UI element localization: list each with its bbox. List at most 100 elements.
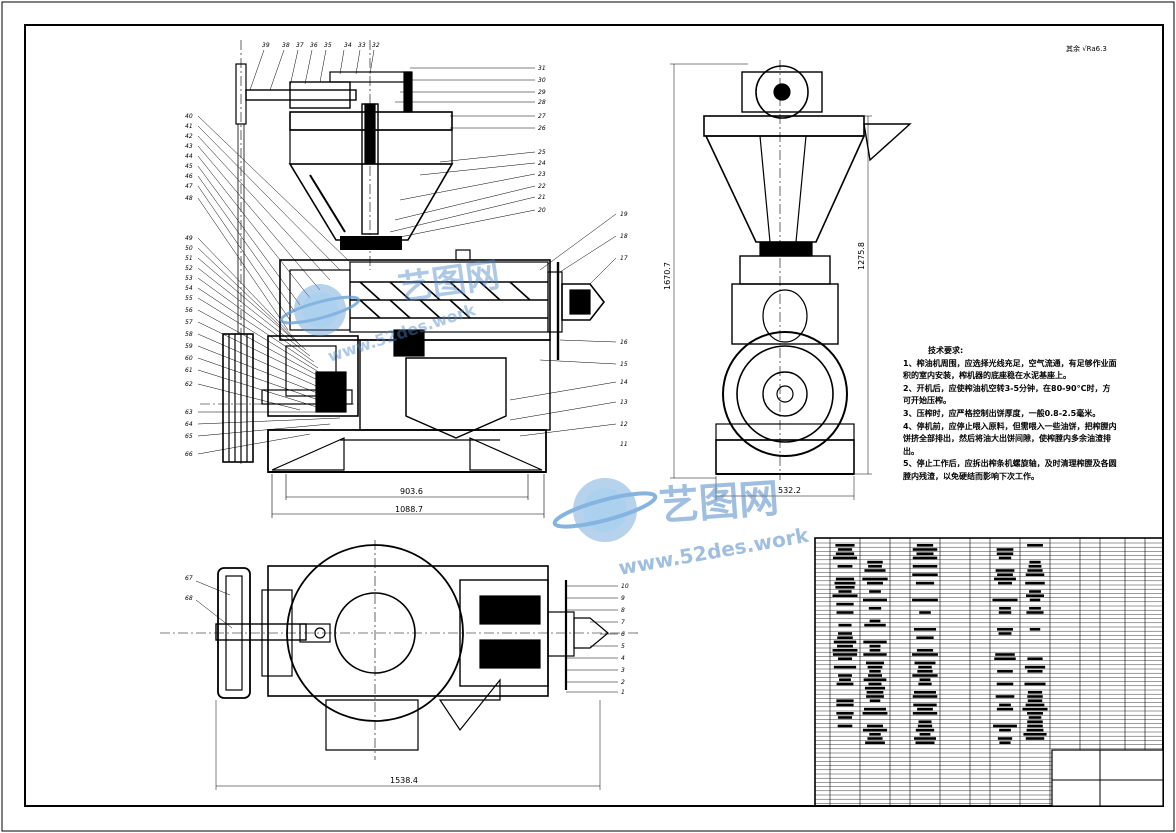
balloon: 13 bbox=[620, 399, 628, 406]
table-entry bbox=[837, 644, 853, 648]
balloon-labels-front-right: 31 30 29 28 27 26 25 24 23 22 21 20 19 1… bbox=[538, 65, 628, 448]
table-entry bbox=[912, 695, 938, 698]
table-entry bbox=[837, 724, 853, 728]
dim-front-outer: 1088.7 bbox=[395, 505, 423, 514]
balloon: 8 bbox=[621, 607, 625, 614]
leaders-front-right bbox=[384, 67, 617, 437]
table-entry bbox=[1027, 691, 1043, 694]
table-entry bbox=[997, 737, 1013, 740]
table-entry bbox=[994, 577, 1016, 581]
table-entry bbox=[912, 598, 938, 602]
table-entry bbox=[836, 611, 854, 614]
table-entry bbox=[1025, 581, 1045, 585]
table-entry bbox=[1029, 607, 1041, 610]
table-entry bbox=[997, 573, 1013, 576]
balloon: 43 bbox=[185, 143, 193, 150]
table-entry bbox=[837, 716, 853, 719]
table-entry bbox=[869, 619, 881, 623]
table-entry bbox=[919, 733, 931, 736]
table-entry bbox=[1029, 628, 1041, 631]
table-entry bbox=[839, 678, 851, 681]
tech-req-item: 3、压榨时，应严格控制出饼厚度，一般0.8-2.5毫米。 bbox=[903, 408, 1101, 418]
balloon: 15 bbox=[620, 361, 628, 368]
table-entry bbox=[835, 586, 855, 589]
balloon: 10 bbox=[621, 583, 629, 590]
table-entry bbox=[868, 565, 882, 568]
table-entry bbox=[913, 703, 937, 707]
table-entry bbox=[835, 552, 855, 555]
table-entry bbox=[996, 707, 1014, 711]
table-entry bbox=[996, 682, 1014, 686]
balloon: 37 bbox=[296, 42, 304, 49]
balloon: 60 bbox=[185, 355, 193, 362]
table-entry bbox=[868, 682, 882, 686]
table-entry bbox=[999, 728, 1011, 732]
balloon: 33 bbox=[358, 42, 366, 49]
table-entry bbox=[863, 640, 887, 644]
balloon: 55 bbox=[185, 295, 193, 302]
table-entry bbox=[916, 544, 934, 547]
front-view bbox=[200, 40, 606, 518]
leaders-front-top bbox=[249, 49, 375, 91]
parts-list-entries bbox=[832, 544, 1048, 744]
table-entry bbox=[1027, 699, 1043, 702]
balloon: 68 bbox=[185, 595, 193, 602]
table-entry bbox=[995, 569, 1015, 572]
table-entry bbox=[918, 665, 932, 669]
balloon: 65 bbox=[185, 433, 193, 440]
balloon: 18 bbox=[620, 233, 628, 240]
balloon: 48 bbox=[185, 195, 193, 202]
balloon: 26 bbox=[538, 125, 546, 132]
balloon-labels-front-left: 40 41 42 43 44 45 46 47 48 49 50 51 52 5… bbox=[185, 113, 193, 458]
table-entry bbox=[864, 686, 886, 690]
table-entry bbox=[838, 623, 852, 627]
table-entry bbox=[838, 590, 852, 593]
table-entry bbox=[868, 607, 882, 610]
table-entry bbox=[912, 674, 938, 677]
table-entry bbox=[1027, 712, 1043, 715]
table-entry bbox=[917, 724, 933, 728]
table-entry bbox=[916, 649, 934, 652]
table-entry bbox=[912, 712, 938, 715]
table-entry bbox=[836, 703, 854, 707]
table-entry bbox=[1026, 594, 1044, 597]
balloon: 28 bbox=[538, 99, 546, 106]
balloon: 36 bbox=[310, 42, 318, 49]
table-entry bbox=[862, 577, 888, 581]
balloon: 58 bbox=[185, 331, 193, 338]
balloon: 50 bbox=[185, 245, 193, 252]
table-entry bbox=[1024, 682, 1046, 686]
balloon: 39 bbox=[262, 42, 270, 49]
side-view bbox=[670, 60, 912, 500]
balloon-labels-front-top: 39 38 37 36 35 34 33 32 bbox=[262, 42, 380, 49]
table-entry bbox=[915, 581, 935, 585]
balloon: 61 bbox=[185, 367, 193, 374]
table-entry bbox=[867, 737, 883, 740]
table-entry bbox=[837, 548, 853, 551]
table-entry bbox=[865, 661, 885, 665]
table-entry bbox=[837, 565, 853, 568]
table-entry bbox=[1025, 703, 1045, 707]
table-entry bbox=[864, 569, 886, 572]
table-entry bbox=[997, 670, 1013, 673]
watermark-url-2: www.52des.work bbox=[617, 523, 811, 580]
table-entry bbox=[1027, 657, 1043, 660]
balloon: 19 bbox=[620, 211, 628, 218]
table-entry bbox=[919, 678, 931, 681]
table-entry bbox=[1025, 737, 1045, 740]
table-entry bbox=[866, 691, 884, 694]
balloon: 52 bbox=[185, 265, 193, 272]
table-entry bbox=[914, 737, 936, 740]
table-entry bbox=[864, 623, 886, 627]
balloon: 32 bbox=[372, 42, 380, 49]
roughness-symbol: 其余 √Ra6.3 bbox=[1066, 45, 1107, 53]
balloon: 40 bbox=[185, 113, 193, 120]
balloon: 67 bbox=[185, 575, 193, 582]
table-entry bbox=[1023, 733, 1047, 736]
balloon: 42 bbox=[185, 133, 193, 140]
table-entry bbox=[1028, 565, 1042, 568]
balloon: 14 bbox=[620, 379, 628, 386]
balloon: 29 bbox=[538, 89, 546, 96]
table-entry bbox=[1022, 707, 1048, 711]
